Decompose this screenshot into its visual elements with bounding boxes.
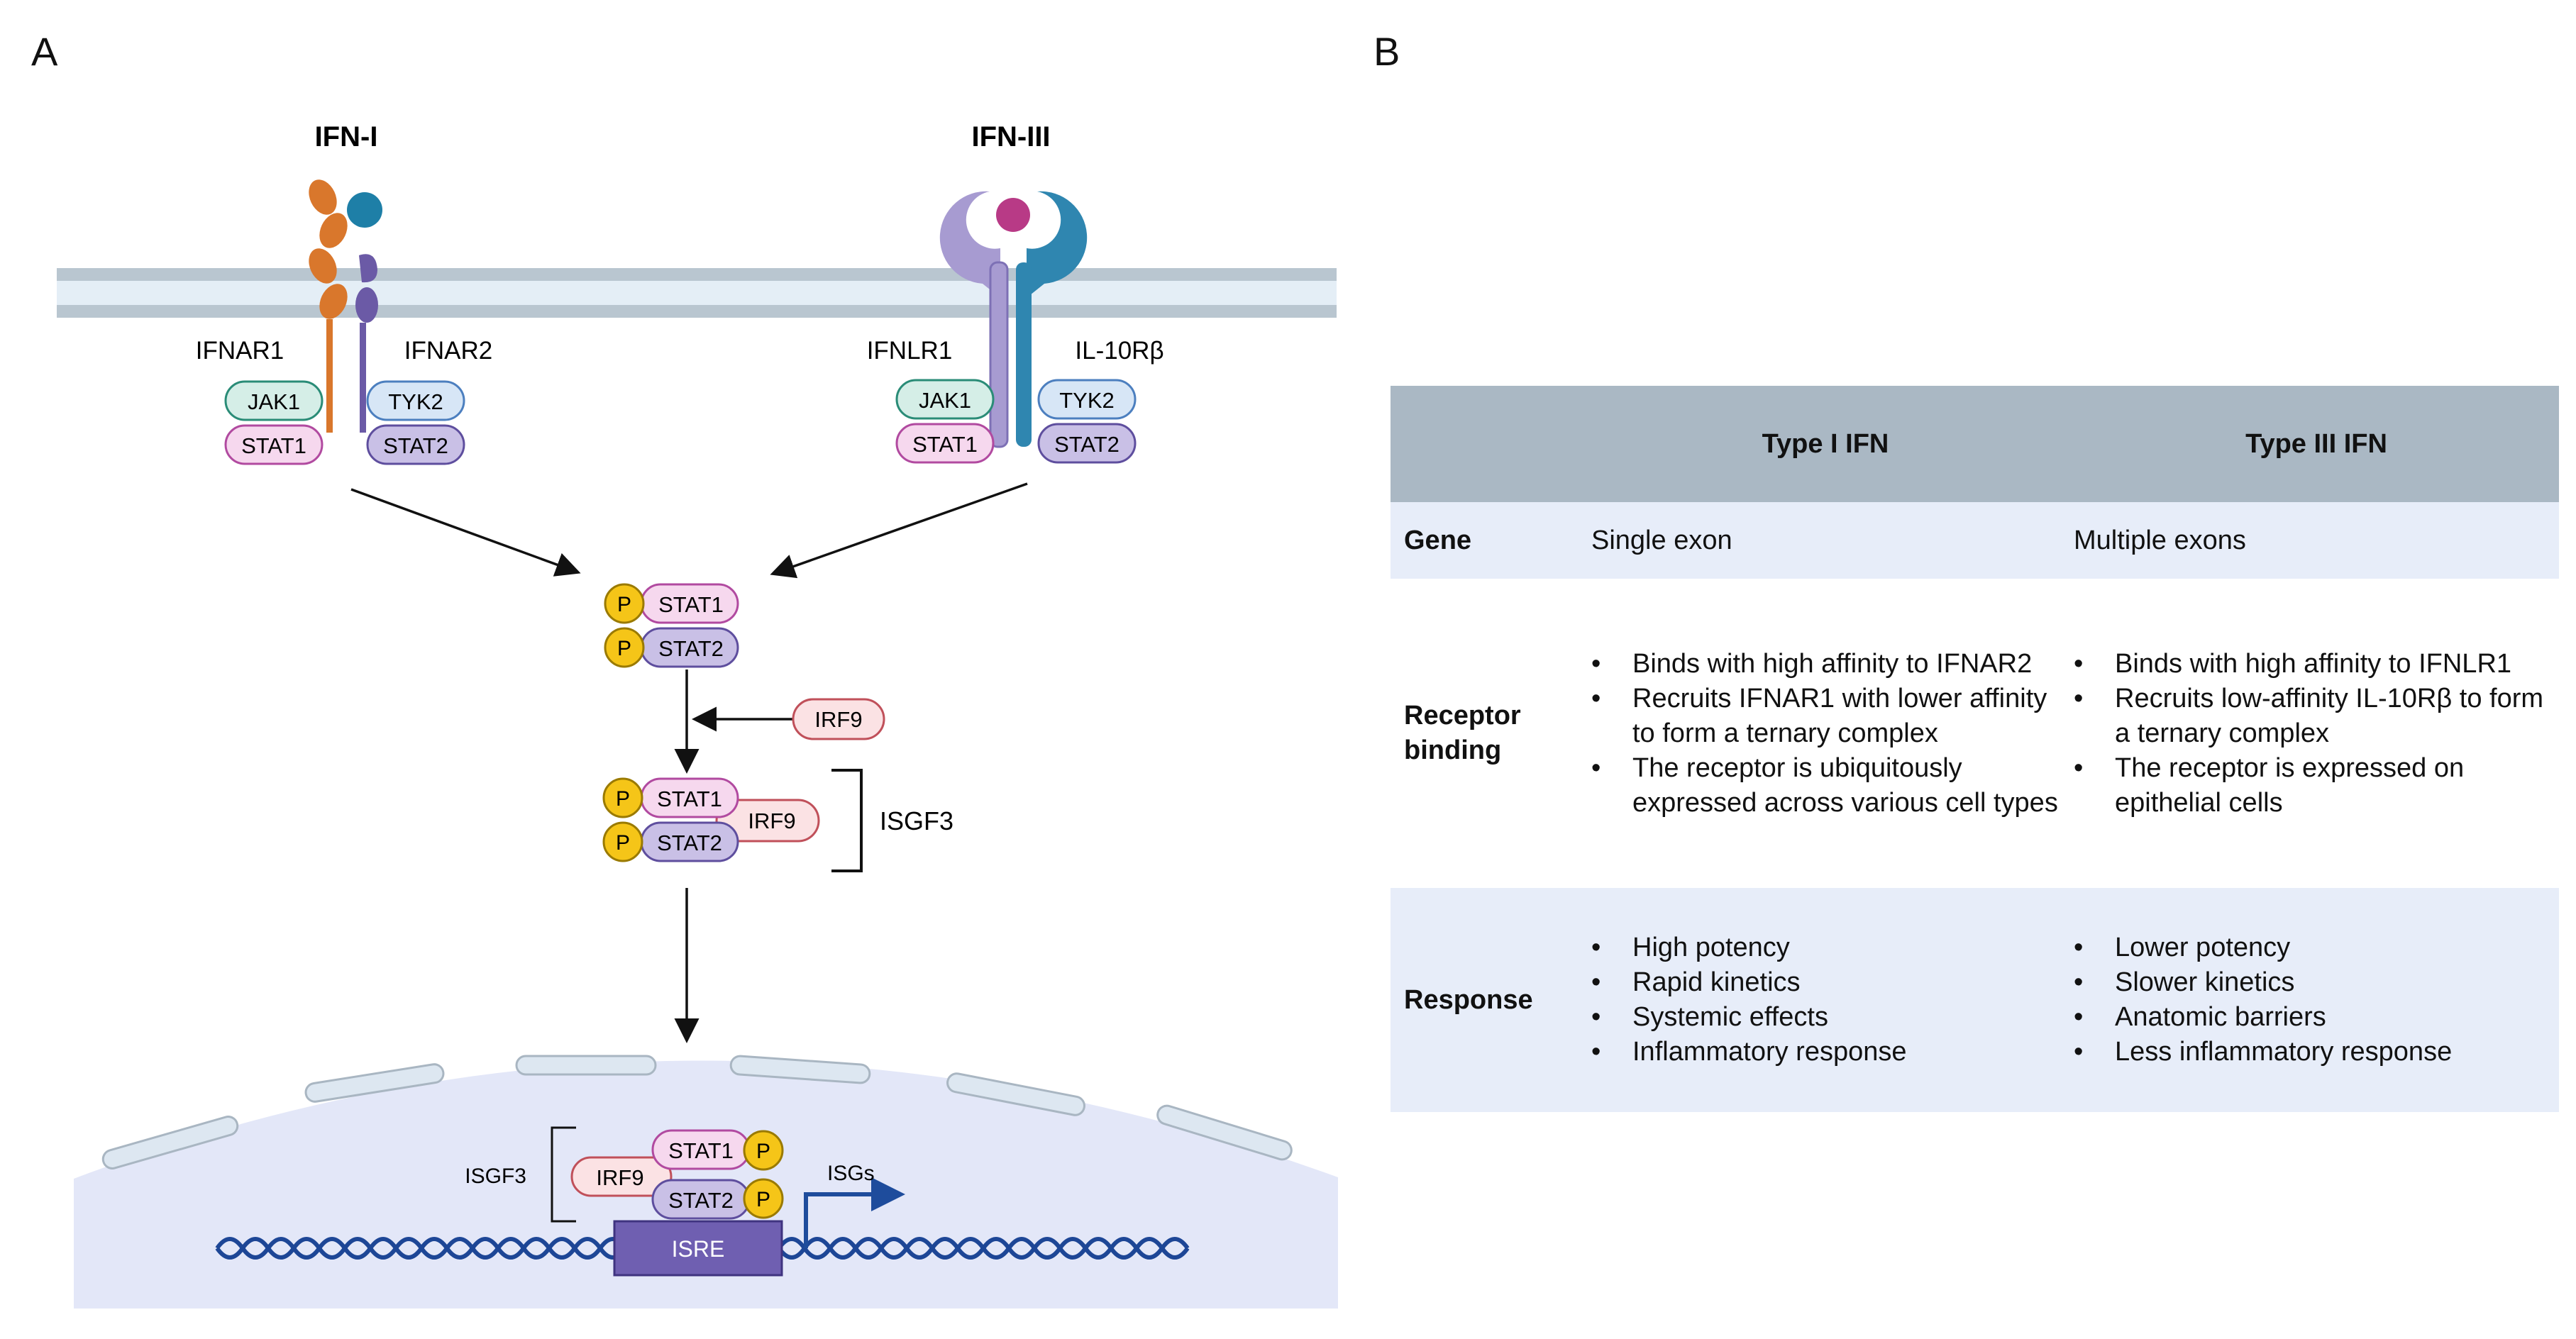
stat2-right: STAT2 (1037, 423, 1137, 464)
bound-stat1-label: STAT1 (668, 1138, 734, 1163)
isgf3-label: ISGF3 (880, 806, 953, 835)
list-item: Binds with high affinity to IFNLR1 (2074, 647, 2559, 682)
table-row-receptor-binding: Receptor binding Binds with high affinit… (1391, 579, 2559, 888)
isgf3-bound-bracket (551, 1126, 576, 1223)
panel-label-a: A (31, 29, 58, 74)
phospho-2: P (617, 637, 631, 660)
stat1-right-label: STAT1 (912, 432, 978, 457)
receptor-label-line2: binding (1404, 735, 1502, 765)
isg-transcription-arrow (804, 1177, 905, 1248)
ifn-iii-ligand (996, 198, 1030, 232)
panel-label-b: B (1373, 29, 1400, 74)
cell-membrane (57, 268, 1337, 318)
p-stat1-label: STAT1 (658, 592, 724, 617)
table-header-row: Type I IFN Type III IFN (1391, 386, 2559, 502)
irf9-free-label: IRF9 (814, 707, 862, 732)
nuclear-envelope (101, 1055, 1293, 1169)
isgf3-stat2-label: STAT2 (657, 830, 722, 855)
response-type-iii: Lower potency Slower kinetics Anatomic b… (2074, 888, 2559, 1112)
stat1-left-label: STAT1 (241, 433, 306, 458)
stat1-right: STAT1 (895, 423, 995, 464)
tyk2-right: TYK2 (1037, 379, 1137, 420)
jak1-right: JAK1 (895, 379, 995, 420)
stat2-left-label: STAT2 (383, 433, 448, 458)
gene-type-i: Single exon (1591, 525, 1732, 555)
list-item: Slower kinetics (2074, 965, 2452, 1000)
isgf3-irf9-label: IRF9 (748, 809, 795, 833)
isre-element: ISRE (613, 1220, 783, 1277)
il10rb-label: IL-10Rβ (1075, 337, 1163, 365)
bound-phospho-2: P (756, 1188, 770, 1211)
il10rb-receptor (1016, 191, 1088, 447)
response-label: Response (1404, 984, 1533, 1015)
ifn-i-ligand (347, 192, 382, 228)
jak1-left-label: JAK1 (248, 389, 300, 414)
list-item: Lower potency (2074, 930, 2452, 965)
receptor-label-line1: Receptor (1404, 701, 1521, 730)
table-row-response: Response High potency Rapid kinetics Sys… (1391, 888, 2559, 1112)
ifnlr1-receptor (939, 191, 1009, 448)
receptor-type-iii: Binds with high affinity to IFNLR1 Recru… (2074, 579, 2559, 888)
irf9-free: IRF9 (792, 698, 885, 740)
ifn-signaling-diagram: IFN-I IFN-III IFNAR1 IFNAR2 JAK1 STAT1 T… (57, 121, 1338, 1309)
phospho-1: P (617, 593, 631, 616)
jak1-left: JAK1 (224, 380, 324, 421)
table-header-empty (1391, 386, 1577, 502)
list-item: Binds with high affinity to IFNAR2 (1591, 647, 2074, 682)
list-item: Recruits low-affinity IL-10Rβ to form a … (2074, 682, 2559, 751)
table-row-gene: Gene Single exon Multiple exons (1391, 502, 2559, 579)
tyk2-right-label: TYK2 (1059, 388, 1115, 413)
isgf3-complex: IRF9 STAT1 STAT2 P P (602, 777, 820, 862)
list-item: Less inflammatory response (2074, 1035, 2452, 1069)
arrow-ifn-i-to-stat (350, 488, 581, 577)
ifnar2-receptor (355, 254, 378, 433)
bound-irf9-label: IRF9 (596, 1165, 643, 1190)
receptor-binding-label: Receptor binding (1391, 579, 1577, 888)
ifnar1-receptor (309, 179, 348, 433)
list-item: The receptor is ubiquitously expressed a… (1591, 751, 2074, 821)
tyk2-left: TYK2 (366, 380, 465, 421)
table-header-type-iii: Type III IFN (2245, 428, 2387, 459)
p-stat2-label: STAT2 (658, 636, 724, 661)
response-type-i: High potency Rapid kinetics Systemic eff… (1577, 888, 2074, 1112)
isgs-label: ISGs (827, 1162, 875, 1185)
table-header-type-i: Type I IFN (1762, 428, 1889, 459)
bound-stat2-label: STAT2 (668, 1188, 734, 1213)
receptor-type-i: Binds with high affinity to IFNAR2 Recru… (1577, 579, 2074, 888)
stat2-left: STAT2 (366, 424, 465, 465)
jak1-right-label: JAK1 (919, 388, 971, 413)
list-item: Systemic effects (1591, 1000, 1907, 1035)
isgf3-phospho-2: P (616, 831, 630, 855)
list-item: Anatomic barriers (2074, 1000, 2452, 1035)
isgf3-bound: IRF9 STAT1 STAT2 P P (570, 1129, 784, 1220)
bound-phospho-1: P (756, 1140, 770, 1163)
isgf3-stat1-label: STAT1 (657, 787, 722, 811)
isre-label: ISRE (672, 1236, 725, 1262)
ifnar2-label: IFNAR2 (404, 337, 492, 365)
stat2-right-label: STAT2 (1054, 432, 1120, 457)
gene-label: Gene (1404, 525, 1472, 555)
arrow-ifn-iii-to-stat (770, 482, 1028, 579)
stat1-left: STAT1 (224, 424, 324, 465)
ifnlr1-label: IFNLR1 (867, 337, 953, 365)
p-stat-dimer: STAT1 STAT2 P P (604, 583, 739, 668)
tyk2-left-label: TYK2 (388, 389, 443, 414)
gene-type-iii: Multiple exons (2074, 525, 2246, 555)
ifnar1-label: IFNAR1 (196, 337, 284, 365)
ifn-i-label: IFN-I (315, 121, 378, 152)
isgf3-bound-label: ISGF3 (465, 1165, 526, 1188)
list-item: The receptor is expressed on epithelial … (2074, 751, 2559, 821)
list-item: Inflammatory response (1591, 1035, 1906, 1069)
isgf3-bracket (831, 769, 863, 872)
ifn-comparison-table: Type I IFN Type III IFN Gene Single exon… (1391, 386, 2559, 1112)
list-item: Rapid kinetics (1591, 965, 1907, 1000)
ifn-iii-label: IFN-III (971, 121, 1050, 152)
isgf3-phospho-1: P (616, 787, 630, 811)
list-item: Recruits IFNAR1 with lower affinity to f… (1591, 682, 2074, 751)
list-item: High potency (1591, 930, 1907, 965)
